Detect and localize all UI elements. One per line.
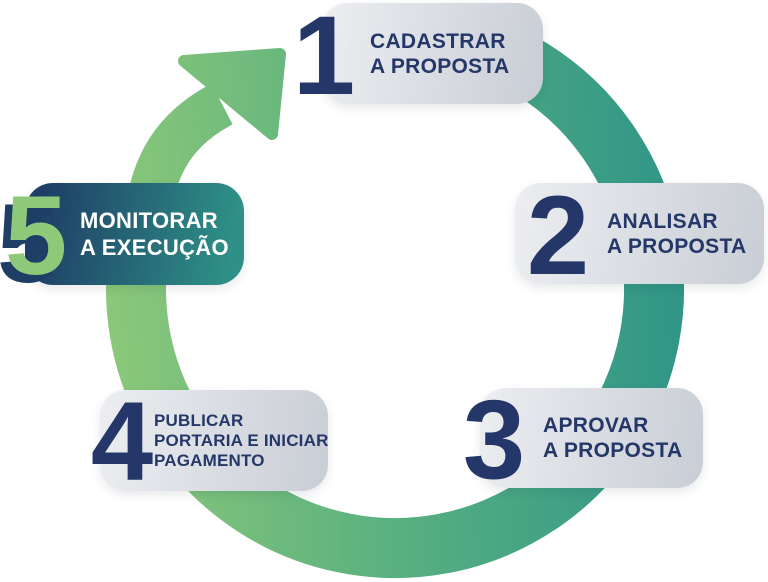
step-label-line: PAGAMENTO	[154, 450, 265, 470]
step-number-3: 3	[462, 377, 526, 502]
step-label-4: PUBLICAR PORTARIA E INICIAR PAGAMENTO	[154, 390, 329, 491]
step-card-2	[515, 183, 764, 284]
step-card-3	[480, 388, 703, 488]
step-label-1: CADASTRAR A PROPOSTA	[370, 3, 510, 104]
step-label-5: MONITORAR A EXECUÇÃO	[80, 183, 229, 285]
step-number-2: 2	[526, 173, 590, 298]
step-card-4	[100, 390, 328, 491]
step-number-1: 1	[292, 0, 356, 118]
step-label-line: PORTARIA E INICIAR	[154, 430, 329, 450]
step-card-1	[322, 3, 543, 104]
step-label-line: MONITORAR	[80, 208, 218, 233]
arrow-head-icon	[178, 48, 286, 140]
step-label-line: A EXECUÇÃO	[80, 235, 229, 260]
step-number-4: 4	[90, 379, 154, 504]
step-label-line: APROVAR	[543, 414, 649, 437]
step-label-2: ANALISAR A PROPOSTA	[607, 183, 747, 284]
step-label-line: CADASTRAR	[370, 29, 506, 53]
step-label-line: A PROPOSTA	[607, 234, 747, 258]
step-label-line: ANALISAR	[607, 209, 718, 233]
step-label-line: A PROPOSTA	[370, 54, 510, 78]
step-label-3: APROVAR A PROPOSTA	[543, 388, 683, 488]
step-label-line: A PROPOSTA	[543, 439, 683, 462]
step-card-5-highlighted	[25, 183, 244, 285]
step-number-5: 5	[4, 173, 68, 298]
step-label-line: PUBLICAR	[154, 410, 244, 430]
